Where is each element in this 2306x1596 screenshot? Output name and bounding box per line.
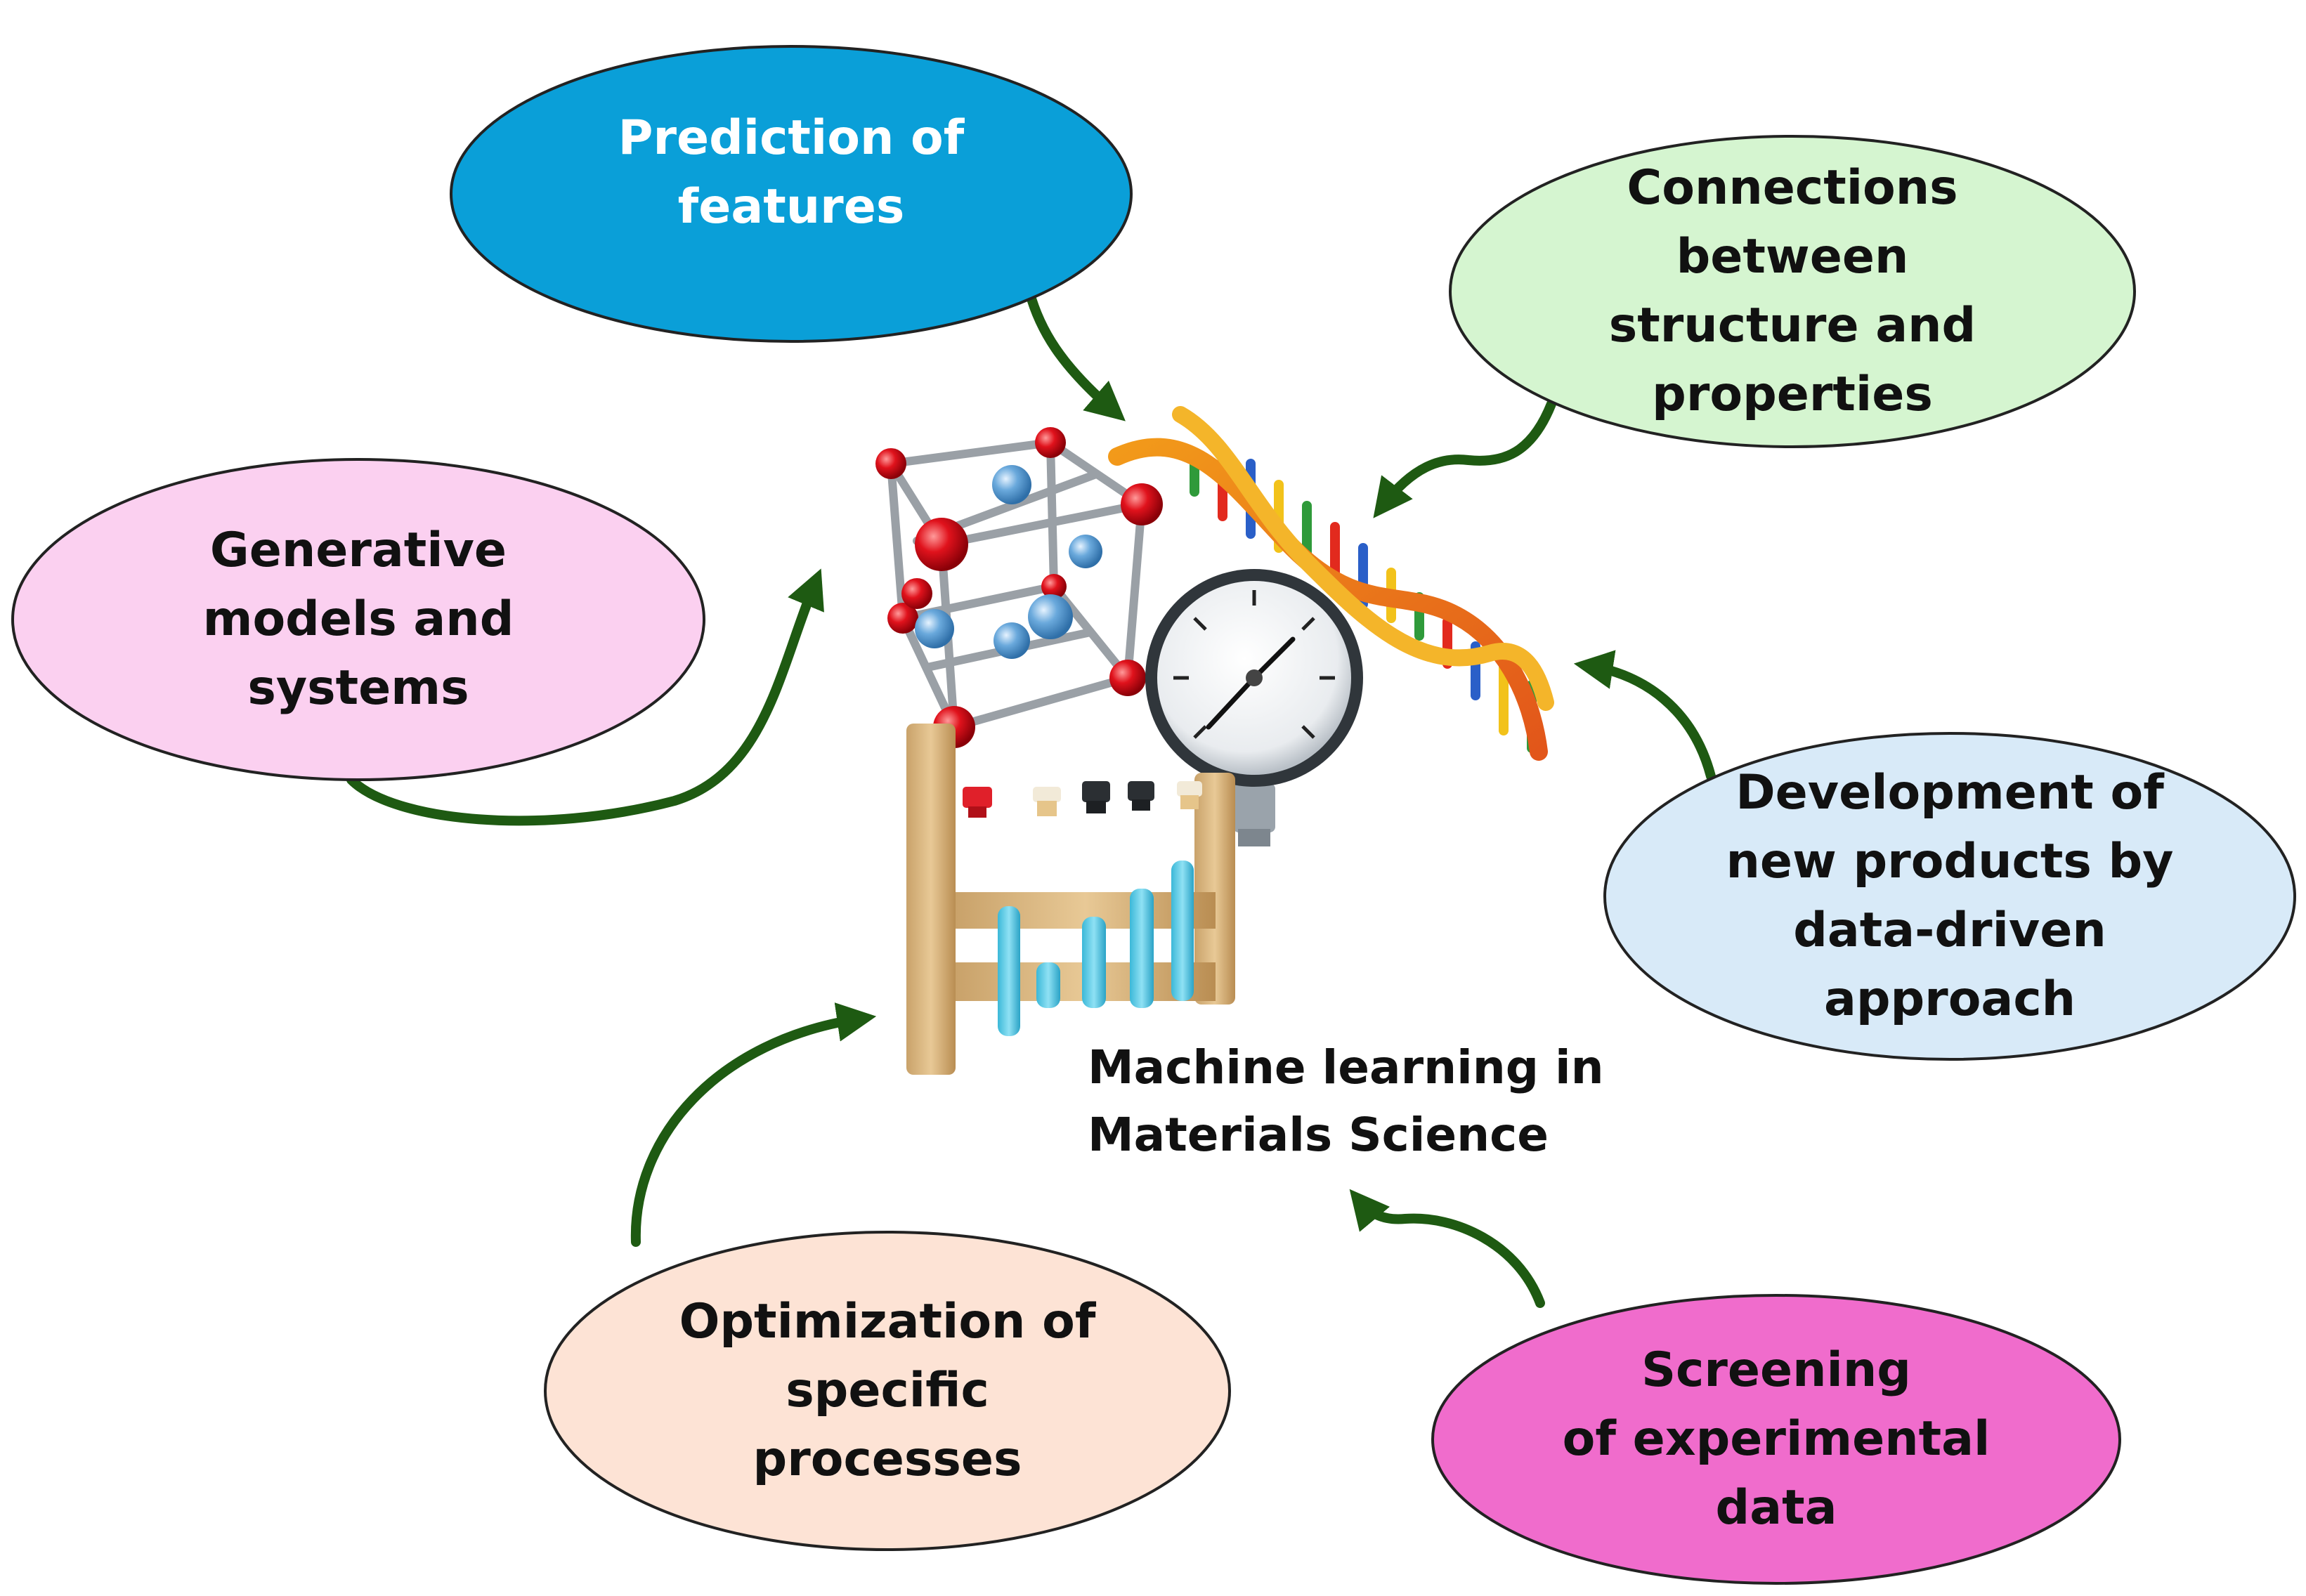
node-connections: Connections between structure and proper… [1447, 133, 2137, 450]
ellipse-shape [1431, 1294, 2121, 1585]
ellipse-shape [1449, 135, 2136, 448]
node-optimization-label: Optimization of specific processes [679, 1294, 1096, 1487]
ellipse-shape [11, 458, 705, 781]
crystal-lattice-icon [875, 427, 1163, 748]
node-generative: Generative models and systems [10, 457, 707, 783]
node-development-label: Development of new products by data-driv… [1726, 765, 2174, 1027]
pressure-gauge-icon [1145, 569, 1363, 846]
dna-helix-icon [1108, 406, 1554, 761]
node-optimization: Optimization of specific processes [542, 1229, 1232, 1552]
arrow-generative [346, 568, 824, 826]
arrow-optimization [630, 1002, 877, 1247]
node-development: Development of new products by data-driv… [1602, 731, 2298, 1062]
ellipse-shape [1603, 732, 2296, 1061]
node-prediction-label: Prediction of features [618, 110, 965, 235]
arrow-connections [1373, 399, 1556, 518]
node-connections-label: Connections between structure and proper… [1608, 160, 1976, 422]
node-prediction: Prediction of features [448, 44, 1134, 344]
arrow-prediction [1024, 287, 1126, 421]
node-screening-label: Screening of experimental data [1562, 1342, 1991, 1536]
arrow-screening [1349, 1189, 1545, 1308]
center-title: Machine learning in Materials Science [1088, 1040, 1604, 1162]
arrows [346, 287, 1716, 1308]
ellipse-shape [450, 45, 1133, 343]
arrow-development [1573, 650, 1716, 781]
test-tube-rack-icon [906, 724, 1235, 1075]
ellipse-shape [544, 1231, 1231, 1551]
node-screening: Screening of experimental data [1430, 1293, 2123, 1586]
node-generative-label: Generative models and systems [202, 523, 514, 716]
